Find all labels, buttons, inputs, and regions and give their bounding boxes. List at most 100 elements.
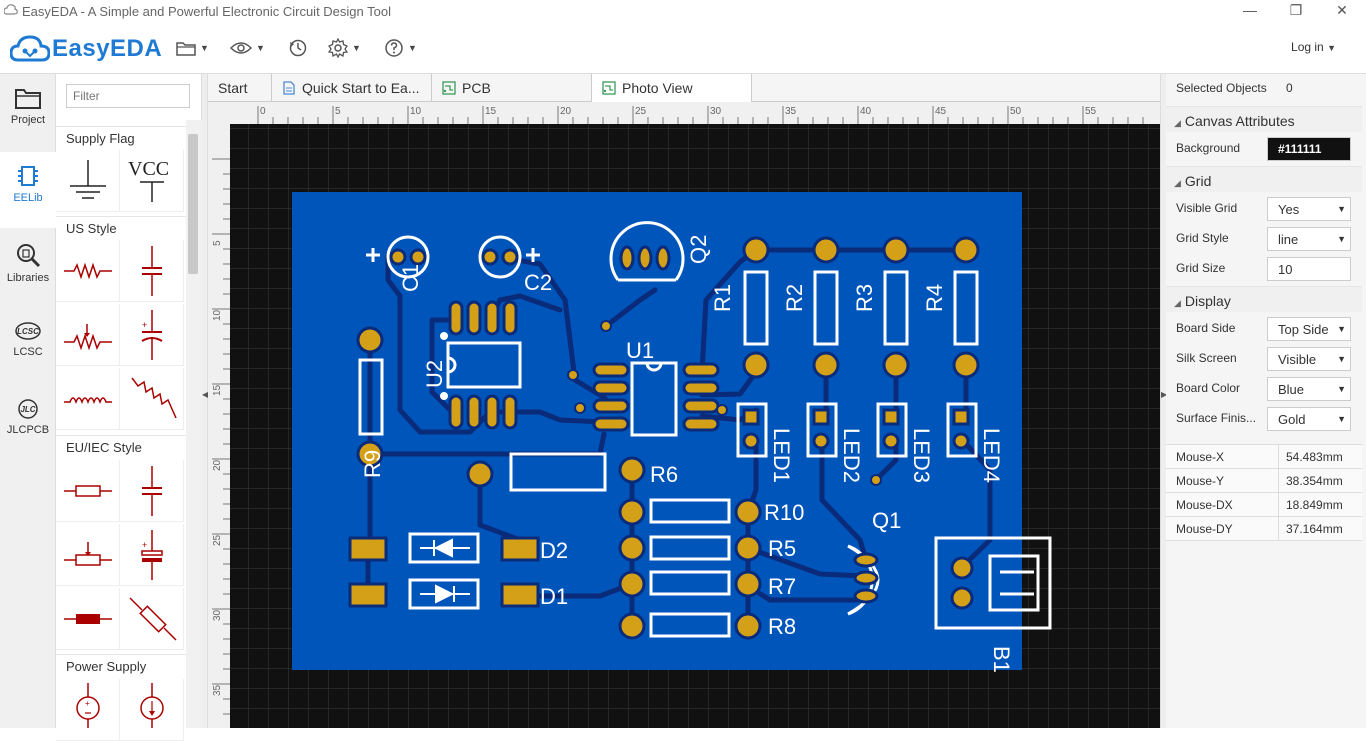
restore-icon[interactable]: ❐ <box>1289 2 1303 18</box>
view-menu-button[interactable]: ▼ <box>230 36 265 60</box>
surface-finish-select[interactable]: Gold▼ <box>1267 407 1351 431</box>
label-d1: D1 <box>540 584 568 609</box>
grid-style-select[interactable]: line▼ <box>1267 227 1351 251</box>
eu-capacitor-symbol[interactable] <box>120 460 184 522</box>
us-capacitor-symbol[interactable] <box>120 240 184 302</box>
section-grid[interactable]: ◢Grid <box>1166 166 1362 192</box>
login-button[interactable]: Log in ▼ <box>1291 40 1336 54</box>
silkscreen <box>358 221 1052 638</box>
label-d2: D2 <box>540 538 568 563</box>
svg-text:+: + <box>142 320 147 330</box>
minimize-icon[interactable]: — <box>1243 2 1257 18</box>
dc-voltage-source-symbol[interactable]: + <box>56 679 120 741</box>
mouse-dy-value: 37.164mm <box>1286 522 1343 536</box>
rail-item-lcsc[interactable]: LCSC LCSC <box>0 308 56 384</box>
us-variable-resistor-symbol[interactable] <box>120 368 184 430</box>
selected-objects-row: Selected Objects 0 <box>1166 74 1362 102</box>
background-color-field[interactable]: #111111 <box>1267 137 1351 161</box>
chevron-down-icon: ▼ <box>408 43 417 53</box>
copper-traces <box>365 247 993 631</box>
right-panel-collapse-handle[interactable]: ▶ <box>1160 74 1167 728</box>
svg-text:+: + <box>142 540 147 550</box>
eu-potentiometer-symbol[interactable] <box>56 524 120 586</box>
tab-photo-view[interactable]: Photo View <box>592 74 752 102</box>
category-supply-flag[interactable]: Supply Flag <box>56 126 186 148</box>
rail-item-project[interactable]: Project <box>0 74 56 150</box>
tab-label: Start <box>218 80 248 96</box>
section-canvas-attributes[interactable]: ◢Canvas Attributes <box>1166 106 1362 132</box>
help-menu-button[interactable]: ▼ <box>384 36 417 60</box>
triangle-down-icon: ◢ <box>1174 298 1181 308</box>
filter-input[interactable] <box>66 84 190 108</box>
us-polar-capacitor-symbol[interactable]: + <box>120 304 184 366</box>
board-color-select[interactable]: Blue▼ <box>1267 377 1351 401</box>
visible-grid-label: Visible Grid <box>1176 201 1238 215</box>
category-power-supply[interactable]: Power Supply <box>56 654 186 676</box>
copper-pads <box>348 236 980 640</box>
section-title: Grid <box>1184 173 1212 189</box>
logo-text: EasyEDA <box>52 35 163 62</box>
close-icon[interactable]: ✕ <box>1336 2 1348 18</box>
ruler-label: 10 <box>410 106 422 117</box>
grid-size-label: Grid Size <box>1176 261 1226 275</box>
resistor-icon <box>64 262 112 280</box>
ruler-label: 15 <box>485 106 497 117</box>
ruler-label: 30 <box>710 106 722 117</box>
tab-pcb[interactable]: PCB <box>432 74 592 102</box>
us-inductor-symbol[interactable] <box>56 368 120 430</box>
label-q1: Q1 <box>872 508 901 533</box>
label-r1: R1 <box>710 284 735 312</box>
rail-item-eelib[interactable]: EELib <box>0 152 56 228</box>
label-c1: C1 <box>398 264 423 292</box>
svg-text:LCSC: LCSC <box>17 327 39 336</box>
us-potentiometer-symbol[interactable] <box>56 304 120 366</box>
board-side-select[interactable]: Top Side▼ <box>1267 317 1351 341</box>
chevron-down-icon: ▼ <box>1337 384 1346 394</box>
mouse-dx-label: Mouse-DX <box>1176 498 1233 512</box>
silk-screen-select[interactable]: Visible▼ <box>1267 347 1351 371</box>
vcc-icon <box>140 181 164 202</box>
eu-polar-capacitor-symbol[interactable]: + <box>120 524 184 586</box>
eu-resistor-symbol[interactable] <box>56 460 120 522</box>
label-r10: R10 <box>764 500 804 525</box>
app-cloud-icon <box>4 4 18 15</box>
vcc-symbol[interactable]: VCC <box>120 150 184 212</box>
folder-icon <box>176 42 196 56</box>
select-value: Yes <box>1278 202 1300 217</box>
category-us-style[interactable]: US Style <box>56 216 186 238</box>
ruler-label: 35 <box>212 684 223 696</box>
document-icon <box>283 81 295 95</box>
category-eu-iec-style[interactable]: EU/IEC Style <box>56 435 186 457</box>
eu-filled-resistor-symbol[interactable] <box>56 588 120 650</box>
tab-label: Photo View <box>622 80 693 96</box>
file-menu-button[interactable]: ▼ <box>176 36 209 60</box>
us-resistor-symbol[interactable] <box>56 240 120 302</box>
library-scroll-thumb[interactable] <box>188 134 198 274</box>
left-panel-collapse-handle[interactable]: ◀ <box>202 74 208 728</box>
ground-symbol[interactable] <box>56 150 120 212</box>
label-r8: R8 <box>768 614 796 639</box>
tab-start[interactable]: Start <box>208 74 272 102</box>
rail-item-libraries[interactable]: Libraries <box>0 230 56 306</box>
pcb-icon <box>602 81 616 95</box>
visible-grid-select[interactable]: Yes▼ <box>1267 197 1351 221</box>
settings-menu-button[interactable]: ▼ <box>328 36 361 60</box>
tab-quick-start[interactable]: Quick Start to Ea... <box>272 74 432 102</box>
eu-variable-resistor-symbol[interactable] <box>120 588 184 650</box>
current-source-symbol[interactable] <box>120 679 184 741</box>
diode-glyphs <box>420 538 470 604</box>
section-display[interactable]: ◢Display <box>1166 286 1362 312</box>
surface-finish-label: Surface Finis... <box>1176 411 1257 425</box>
grid-size-input[interactable]: 10 <box>1267 257 1351 281</box>
library-search-icon <box>17 244 41 268</box>
history-button[interactable] <box>288 36 308 60</box>
login-label: Log in <box>1291 40 1324 54</box>
rail-item-jlcpcb[interactable]: JLC JLCPCB <box>0 386 56 462</box>
board-side-label: Board Side <box>1176 321 1236 335</box>
folder-icon <box>15 89 41 109</box>
ruler-label: 40 <box>860 106 872 117</box>
rail-label: EELib <box>13 192 43 204</box>
